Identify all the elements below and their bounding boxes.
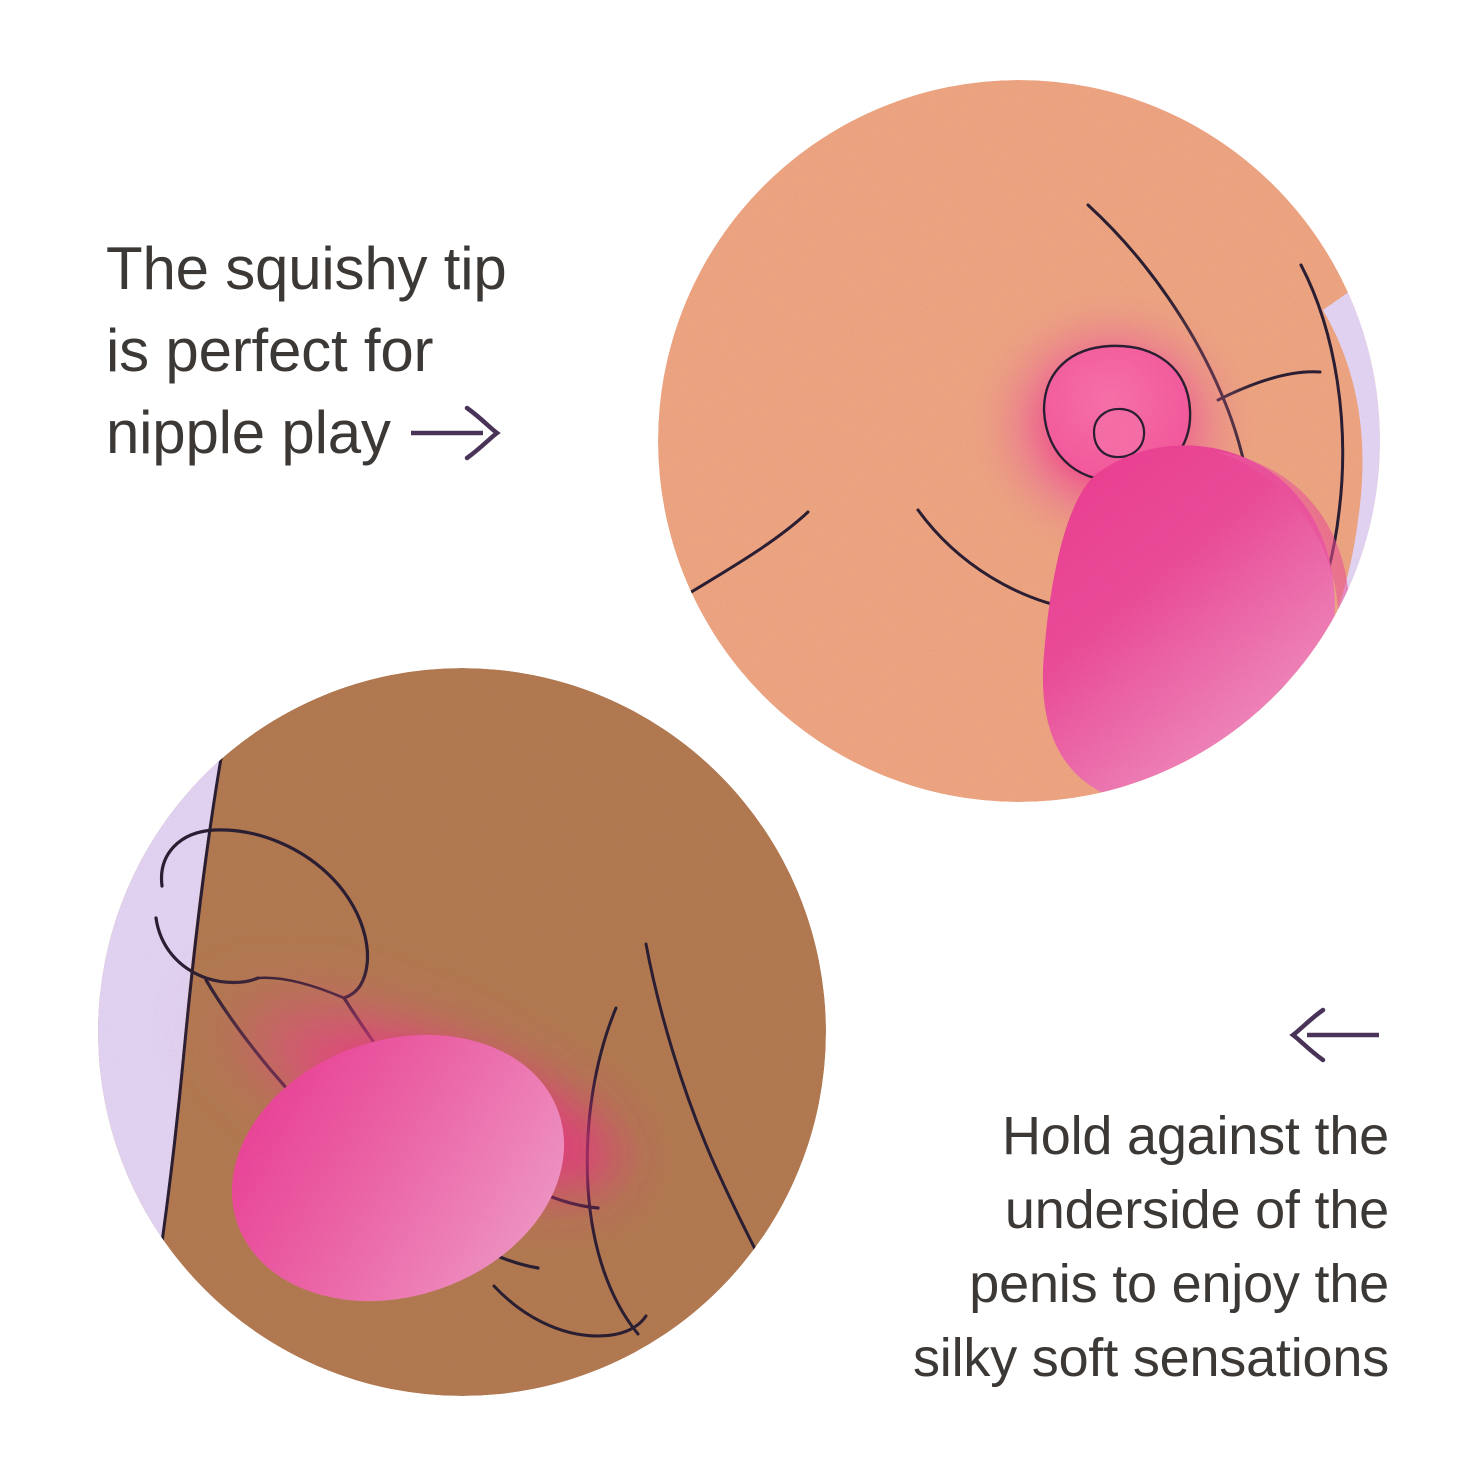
caption-underside-penis: Hold against the underside of the penis … — [769, 1099, 1389, 1395]
caption-bottom-line-3: penis to enjoy the — [969, 1254, 1389, 1314]
caption-top-line-2: is perfect for — [106, 317, 434, 384]
nipple-play-artwork — [658, 80, 1380, 802]
nipple — [1092, 407, 1146, 459]
illustration-underside-penis — [98, 668, 826, 1396]
illustration-nipple-play — [658, 80, 1380, 802]
right-arrow-icon — [409, 403, 501, 463]
caption-nipple-play: The squishy tip is perfect for nipple pl… — [106, 228, 576, 474]
caption-top-line-3-row: nipple play — [106, 392, 576, 474]
caption-bottom-line-1: Hold against the — [1001, 1106, 1389, 1166]
caption-bottom-line-2: underside of the — [1004, 1180, 1389, 1240]
caption-top-line-1: The squishy tip — [106, 235, 507, 302]
caption-top-line-3: nipple play — [106, 399, 391, 466]
underside-penis-artwork — [98, 668, 826, 1396]
left-arrow-icon — [1289, 1005, 1389, 1067]
caption-bottom-line-4: silky soft sensations — [913, 1328, 1389, 1388]
